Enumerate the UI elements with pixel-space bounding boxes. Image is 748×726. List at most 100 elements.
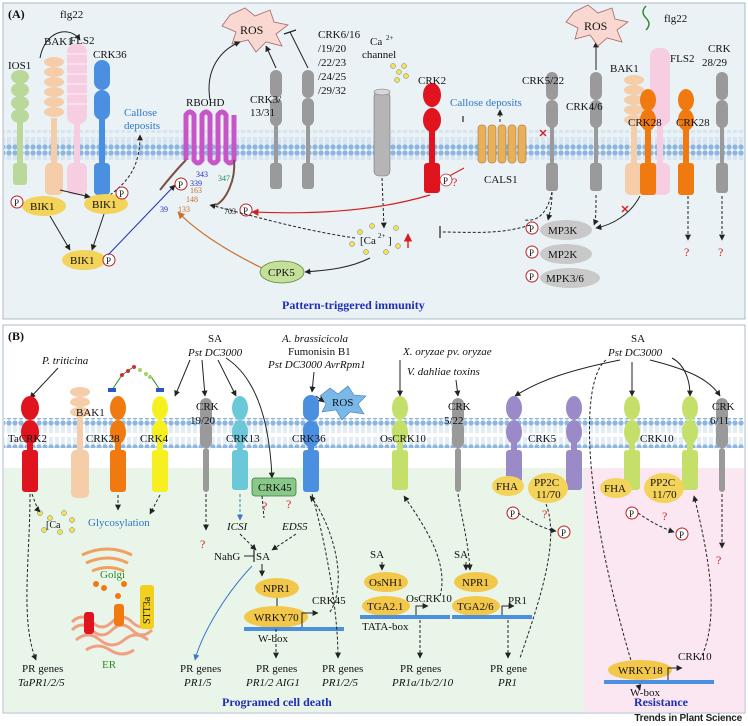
p-marker: P	[14, 198, 19, 208]
sa-label-1: SA	[208, 333, 222, 345]
pp2c-b	[644, 473, 684, 503]
ros-burst-b	[565, 4, 629, 47]
wbox2-dna	[604, 680, 714, 684]
mapk-cascade	[540, 220, 600, 288]
question-mark: ?	[452, 175, 457, 189]
crk28-receptor-a	[640, 89, 656, 195]
sa-label-2: SA	[631, 333, 645, 345]
pcd-title: Programed cell death	[222, 695, 332, 709]
p-marker: P	[529, 272, 534, 282]
crk10-p-arrow	[637, 512, 675, 534]
fha-b	[600, 478, 632, 498]
site-703: 703	[224, 207, 236, 216]
p-marker: P	[679, 530, 684, 540]
cpk5	[259, 260, 305, 284]
sa-wrky18-arrow	[589, 359, 642, 691]
deposits-label: deposits	[124, 120, 160, 132]
rbohd-label: RBOHD	[186, 97, 225, 109]
sa-label-5: SA	[454, 549, 468, 561]
sa-label-3: SA	[256, 551, 270, 563]
crk28-29-receptor	[716, 72, 728, 193]
golgi	[81, 547, 133, 573]
panel-a-label: (A)	[8, 7, 25, 21]
tacrk2-receptor	[21, 396, 39, 492]
crk28-label-a: CRK28	[628, 117, 662, 129]
bak1-receptor	[44, 57, 64, 195]
sa-label-4: SA	[370, 549, 384, 561]
p-marker: P	[243, 206, 248, 216]
mp2k-phospho	[525, 245, 539, 259]
bak1-label: BAK1	[44, 36, 73, 48]
oscrk10-gene-label: OsCRK10	[406, 593, 452, 605]
site-343: 343	[196, 170, 208, 179]
crk28-29-label-1: CRK	[708, 43, 731, 55]
crk10-label: CRK10	[640, 433, 674, 445]
pst-crk4-arrow	[174, 359, 191, 397]
crk6-11-label-2: 6/11	[710, 415, 729, 427]
crk4-6-label: CRK4/6	[566, 101, 603, 113]
nahg-label: NahG	[214, 551, 240, 563]
bik1-c-label: BIK1	[70, 255, 94, 267]
fha-a	[492, 476, 524, 496]
cals1	[477, 124, 527, 164]
site-163: 163	[190, 186, 202, 195]
p-marker: P	[178, 180, 183, 190]
crk13-label: CRK13	[226, 433, 260, 445]
cai-label-b: [Ca	[46, 520, 61, 531]
mp3k-label: MP3K	[548, 225, 577, 237]
pr-genes-5b: PR1a/1b/2/10	[391, 677, 454, 689]
crk28-label-a2: CRK28	[676, 117, 710, 129]
wrky70-label: WRKY70	[254, 612, 299, 624]
pr-gene-6b: PR1	[497, 677, 517, 689]
crk4-6-receptor	[590, 72, 602, 191]
wrky18-label: WRKY18	[618, 665, 663, 677]
wbox-dna	[244, 627, 344, 631]
bik1-arrow-2	[90, 213, 105, 251]
rbohd	[159, 109, 237, 206]
crk6-label-3: /22/23	[318, 57, 347, 69]
crk28-receptor-a2	[678, 89, 694, 195]
tga26-label: TGA2/6	[457, 601, 494, 613]
pp2c-a	[528, 473, 568, 503]
pst-label-1: Pst DC3000	[187, 347, 243, 359]
fls2-receptor	[67, 44, 87, 195]
fls2-label-b: FLS2	[670, 53, 694, 65]
crk5-label-b: CRK5	[528, 433, 557, 445]
site-347: 347	[218, 174, 230, 183]
glycan-trees	[108, 365, 164, 392]
tga21	[362, 596, 410, 616]
ros-burst-c	[319, 385, 367, 421]
crk4-receptor	[152, 396, 168, 492]
bak1-receptor-c	[70, 387, 90, 498]
crk4-label: CRK4	[140, 433, 169, 445]
osnh1-label: OsNH1	[369, 577, 403, 589]
question-mark: ?	[200, 537, 205, 551]
flg22-peptide	[642, 5, 650, 31]
crk6-11-receptor	[716, 398, 728, 492]
pst-crk45-arrow	[225, 357, 275, 479]
wrky18	[608, 660, 672, 680]
crk19-20-label-2: 19/20	[190, 415, 216, 427]
phospho-markers-rbohd	[174, 177, 253, 217]
pp2c-label-b2: 11/70	[652, 489, 677, 501]
tacrk2-pr-arrow	[26, 493, 37, 661]
crk3-label-2: 13/31	[250, 107, 275, 119]
ros-burst-a	[221, 7, 289, 53]
crk36-pr-arrow	[311, 493, 341, 659]
pr-genes-1b: TaPR1/2/5	[18, 677, 65, 689]
crk10-feedback	[692, 495, 712, 661]
question-mark: ?	[684, 245, 689, 259]
ab-crk36-arrow	[309, 371, 316, 393]
icsi-sa-arrow	[239, 533, 257, 551]
mp2k-label: MP2K	[548, 249, 577, 261]
tata-dna	[360, 615, 450, 619]
crk45-icsi-arrow	[261, 495, 265, 519]
bik1-b-label: BIK1	[92, 199, 116, 211]
pr-genes-1: PR genes	[22, 663, 63, 675]
p-marker: P	[529, 224, 534, 234]
crk36-ros-arrow	[315, 395, 325, 403]
crk6-label-1: CRK6/16	[318, 29, 361, 41]
osnh1	[364, 572, 408, 592]
cai-label: [Ca	[360, 235, 376, 247]
